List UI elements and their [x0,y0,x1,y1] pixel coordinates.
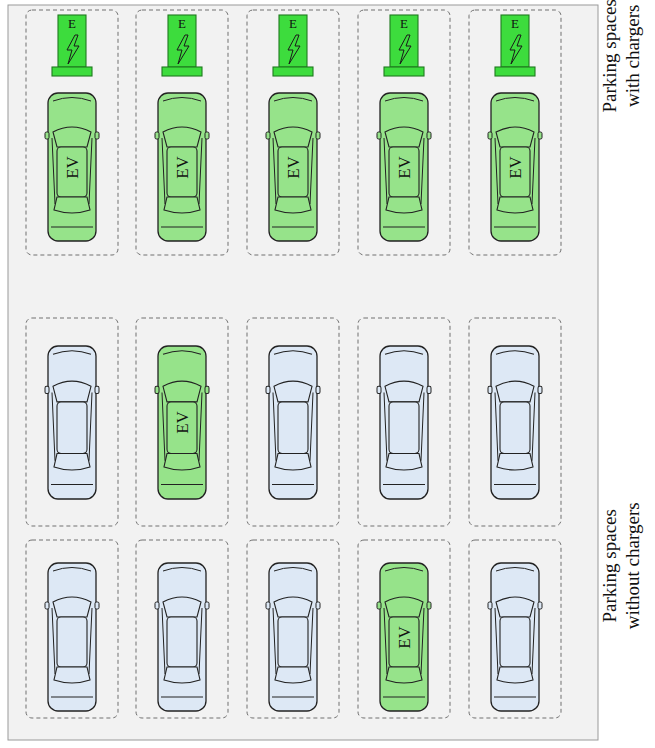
ev-label: EV [284,156,301,179]
parking-ground [8,5,598,740]
ev-label: EV [506,156,523,179]
row-label: Parking spaces without chargers [599,491,645,641]
ev-label: EV [173,156,190,179]
ev-charger: E [495,14,535,78]
ev-charger: E [384,14,424,78]
parking-space-outlines [26,10,561,718]
row-label-holder: Parking spaces without chargers [599,491,645,641]
ev-charger: E [162,14,202,78]
electric-car: EV [379,562,429,712]
ev-charger: E [273,14,313,78]
electric-car: EV [490,92,540,242]
electric-car: EV [268,92,318,242]
ev-charger: E [52,14,92,78]
charger-letter: E [68,17,76,30]
row-label-holder: Parking spaces with chargers [599,0,645,131]
charger-letter: E [289,17,297,30]
charger-letter: E [511,17,519,30]
ev-label: EV [395,626,412,649]
electric-car: EV [379,92,429,242]
row-label: Parking spaces with chargers [599,0,645,131]
charger-letter: E [400,17,408,30]
electric-car: EV [157,92,207,242]
electric-car: EV [47,92,97,242]
parked-cars [45,346,542,711]
ev-label: EV [173,411,190,434]
ev-label: EV [395,156,412,179]
electric-car: EV [157,345,207,500]
charger-letter: E [178,17,186,30]
ev-label: EV [63,156,80,179]
